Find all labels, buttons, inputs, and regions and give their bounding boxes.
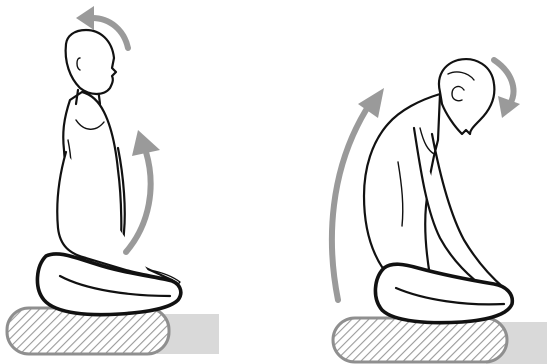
head-right	[439, 59, 494, 134]
spine-rounding-arrow	[332, 110, 366, 300]
head-rotation-arrowhead	[76, 6, 94, 30]
legs-right	[375, 264, 512, 322]
head-drop-arrow	[494, 60, 513, 104]
cushion-right	[333, 318, 507, 362]
spine-lengthening-arrowhead	[132, 130, 160, 156]
upright-figure	[7, 30, 219, 354]
head-left	[66, 30, 116, 94]
